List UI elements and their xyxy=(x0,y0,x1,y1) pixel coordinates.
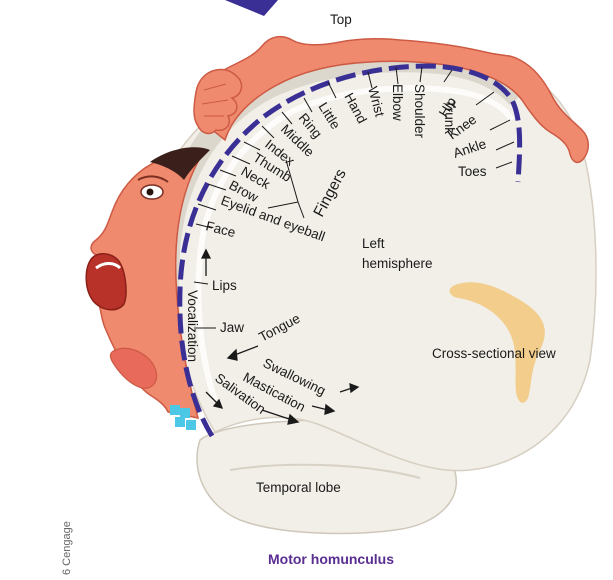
left-hemisphere-line-2: hemisphere xyxy=(362,256,433,271)
label-trunk: Trunk xyxy=(442,100,457,134)
homunculus-hair xyxy=(150,147,210,180)
temporal-lobe-label: Temporal lobe xyxy=(256,480,341,495)
homunculus-body xyxy=(198,35,589,164)
label-vocalization: Vocalization xyxy=(185,290,200,362)
left-hemisphere-line-1: Left xyxy=(362,236,385,251)
motor-cortex-dashed-band xyxy=(177,63,523,438)
homunculus-brow xyxy=(137,175,169,183)
homunculus-pupil xyxy=(146,188,154,196)
label-lips: Lips xyxy=(212,278,237,293)
white-matter xyxy=(195,85,515,401)
pharynx-blocks xyxy=(170,405,196,430)
label-face: Face xyxy=(204,218,237,240)
label-shoulder: Shoulder xyxy=(412,84,427,139)
cross-section-label: Cross-sectional view xyxy=(432,346,556,361)
homunculus-tongue xyxy=(109,347,158,389)
credit-label: 6 Cengage xyxy=(61,521,73,575)
figure-caption: Motor homunculus xyxy=(268,551,394,567)
motion-arrows xyxy=(200,248,360,425)
label-jaw: Jaw xyxy=(220,320,244,335)
homunculus-teeth xyxy=(95,262,122,270)
top-direction-arrow xyxy=(225,0,278,16)
homunculus-finger-lines xyxy=(201,83,229,117)
top-label: Top xyxy=(330,12,352,27)
homunculus-mouth xyxy=(85,253,127,311)
label-toes: Toes xyxy=(458,164,487,179)
cross-section-shape xyxy=(449,282,545,403)
temporal-lobe-fold xyxy=(229,463,421,479)
label-elbow: Elbow xyxy=(390,84,405,121)
leader-lines xyxy=(193,66,515,329)
